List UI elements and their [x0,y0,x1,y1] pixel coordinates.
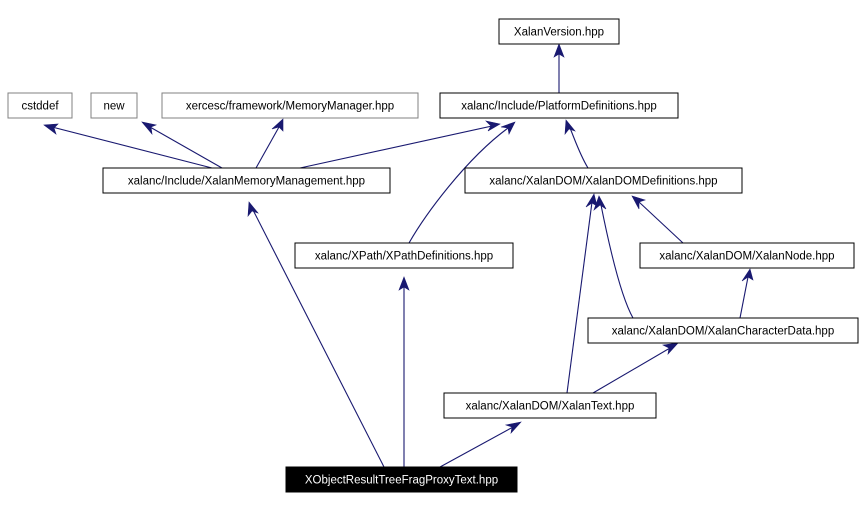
node-label: new [103,101,125,113]
node-label: xalanc/XalanDOM/XalanNode.hpp [659,251,834,263]
node-label: xalanc/XalanDOM/XalanCharacterData.hpp [612,326,834,338]
edge-line [638,201,684,244]
graph-node-xpathdefinitions[interactable]: xalanc/XPath/XPathDefinitions.hpp [294,242,514,269]
dependency-edge [255,118,284,169]
node-box[interactable] [7,92,73,119]
arrow-head-icon [141,121,158,136]
dependency-edge [593,195,634,319]
dependency-edge [408,121,516,244]
dependency-edge [247,201,385,468]
node-box[interactable] [498,18,620,45]
graph-node-xalancharacterdata[interactable]: xalanc/XalanDOM/XalanCharacterData.hpp [587,317,859,344]
graph-node-xalannode[interactable]: xalanc/XalanDOM/XalanNode.hpp [639,242,855,269]
dependency-edge [398,276,410,467]
graph-node-new[interactable]: new [90,92,138,119]
dependency-edge [564,119,589,169]
graph-node-xalantext[interactable]: xalanc/XalanDOM/XalanText.hpp [443,392,657,419]
node-box[interactable] [285,466,518,493]
node-box[interactable] [639,242,855,269]
dependency-edge [439,421,522,468]
arrow-head-icon [741,268,754,282]
nodes-layer: XalanVersion.hpp cstddef new xercesc/framew… [7,18,859,493]
node-box[interactable] [90,92,138,119]
node-box[interactable] [443,392,657,419]
graph-node-xalanmemorymanagement[interactable]: xalanc/Include/XalanMemoryManagement.hpp [102,167,391,194]
edge-line [566,201,593,394]
edge-line [600,204,634,319]
node-label: XObjectResultTreeFragProxyText.hpp [305,475,498,487]
arrow-head-icon [553,43,565,58]
arrow-head-icon [271,118,284,132]
arrow-head-icon [398,276,410,291]
dependency-edge [43,123,213,169]
edge-line [739,276,749,319]
graph-node-cstddef[interactable]: cstddef [7,92,73,119]
node-label: XalanVersion.hpp [514,27,604,39]
arrow-head-icon [485,120,501,132]
graph-node-xalanversion[interactable]: XalanVersion.hpp [498,18,620,45]
dependency-edge [631,195,684,244]
node-label: xercesc/framework/MemoryManager.hpp [186,101,394,113]
graph-node-xobjectresulttreefragproxytext[interactable]: XObjectResultTreeFragProxyText.hpp [285,466,518,493]
node-box[interactable] [439,92,679,119]
node-label: xalanc/Include/XalanMemoryManagement.hpp [128,176,365,188]
dependency-edge [141,121,223,169]
dependency-edge [592,342,679,394]
edge-line [592,347,671,394]
edge-line [252,209,385,468]
arrow-head-icon [43,123,59,135]
edge-line [51,126,213,169]
node-box[interactable] [464,167,743,194]
node-box[interactable] [294,242,514,269]
edge-line [408,127,509,244]
edge-line [299,125,493,169]
edge-line [569,127,589,169]
graph-node-memorymanager[interactable]: xercesc/framework/MemoryManager.hpp [161,92,419,119]
node-label: xalanc/XalanDOM/XalanDOMDefinitions.hpp [489,176,717,188]
arrow-head-icon [564,119,576,135]
arrow-head-icon [247,201,259,217]
graph-node-xalandomdefinitions[interactable]: xalanc/XalanDOM/XalanDOMDefinitions.hpp [464,167,743,194]
node-label: xalanc/XPath/XPathDefinitions.hpp [315,251,493,263]
graph-node-platformdefinitions[interactable]: xalanc/Include/PlatformDefinitions.hpp [439,92,679,119]
dependency-edge [553,43,565,93]
node-label: xalanc/Include/PlatformDefinitions.hpp [461,101,657,113]
dependency-edge [299,120,501,169]
node-label: cstddef [21,101,59,113]
node-box[interactable] [102,167,391,194]
node-box[interactable] [587,317,859,344]
arrow-head-icon [504,421,522,434]
edges-layer [43,43,754,468]
arrow-head-icon [585,193,598,208]
node-label: xalanc/XalanDOM/XalanText.hpp [466,401,635,413]
arrow-head-icon [631,195,646,210]
edge-line [149,126,223,169]
edge-line [255,126,280,169]
node-box[interactable] [161,92,419,119]
edge-line [439,426,514,468]
dependency-edge [739,268,754,319]
arrow-head-icon [500,121,516,135]
dependency-edge [566,193,598,394]
arrow-head-icon [661,342,679,355]
